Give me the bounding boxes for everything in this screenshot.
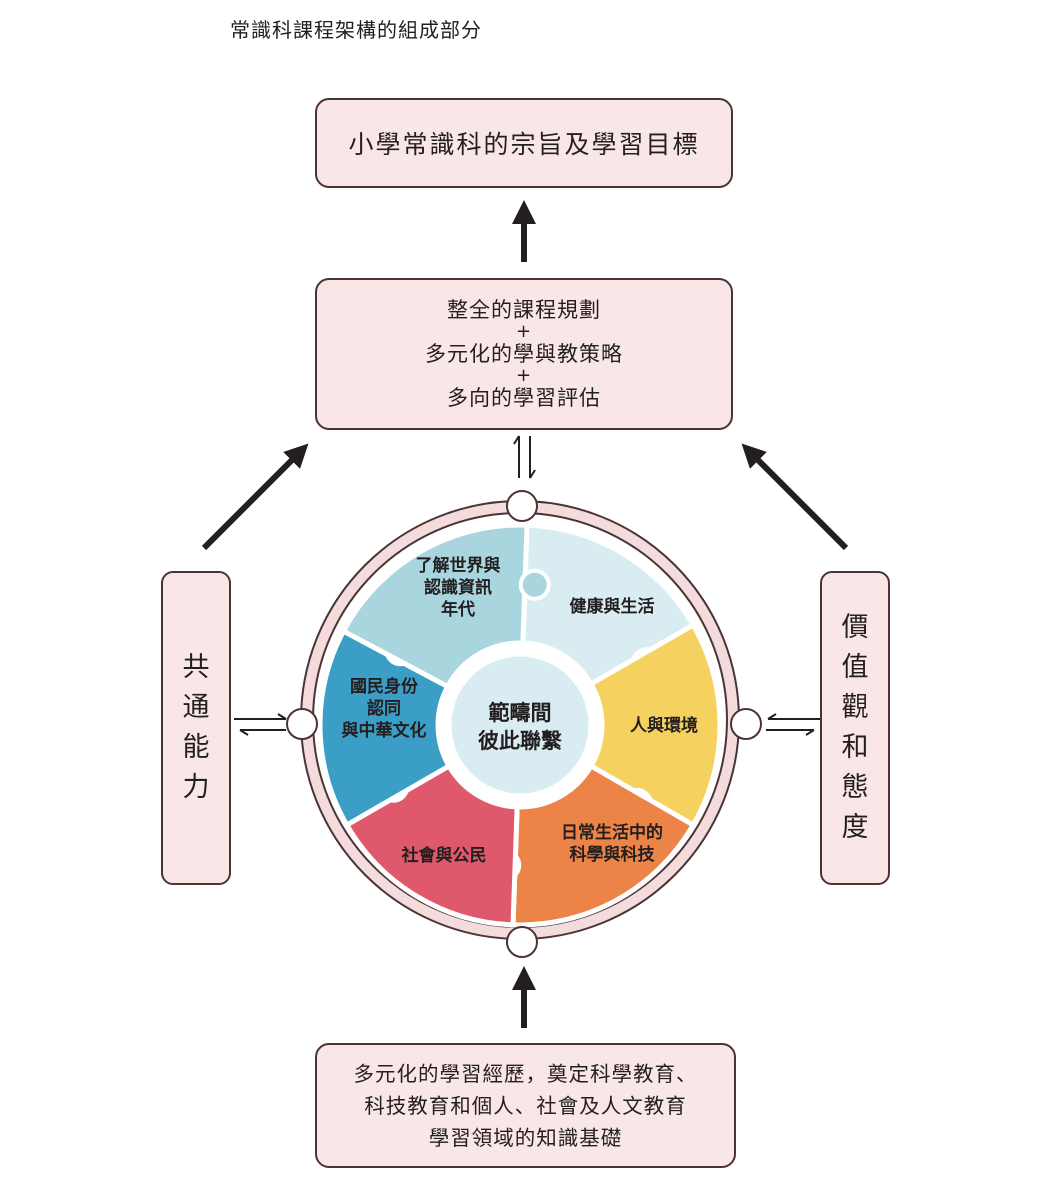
strand-world-information-label: 認識資訊: [424, 577, 492, 598]
strand-national-identity-label: 國民身份: [350, 676, 419, 697]
center-line-1: 範疇間: [489, 701, 552, 725]
two-way-arrow-top: [513, 435, 536, 479]
curriculum-box: 整全的課程規劃 + 多元化的學與教策略 + 多向的學習評估: [315, 278, 733, 430]
values-char: 值: [841, 652, 869, 683]
two-way-arrow-left: [234, 713, 287, 736]
diagram-title: 常識科課程架構的組成部分: [230, 18, 482, 42]
experience-line-2: 科技教育和個人、社會及人文教育: [364, 1093, 687, 1118]
strand-society-citizenship-label: 社會與公民: [401, 845, 487, 866]
learning-experience-box: 多元化的學習經歷，奠定科學教育、 科技教育和個人、社會及人文教育 學習領域的知識…: [315, 1043, 736, 1168]
generic-skills-char: 通: [182, 692, 210, 723]
strand-national-identity-label: 認同: [367, 698, 401, 719]
strand-science-technology: [343, 762, 520, 928]
curriculum-line-2: 多元化的學與教策略: [425, 342, 623, 366]
curriculum-line-1: 整全的課程規劃: [447, 298, 601, 322]
curriculum-line-3: 多向的學習評估: [447, 386, 601, 410]
values-char: 觀: [841, 692, 869, 723]
ring-node-top: [506, 490, 538, 522]
strand-world-information: [520, 522, 697, 688]
values-char: 態: [841, 772, 869, 803]
values-char: 價: [841, 612, 869, 643]
generic-skills-char: 力: [182, 772, 210, 803]
ring-node-left: [286, 708, 318, 740]
generic-skills-box: 共 通 能 力: [161, 571, 231, 885]
generic-skills-char: 共: [182, 652, 210, 683]
experience-line-1: 多元化的學習經歷，奠定科學教育、: [353, 1061, 698, 1086]
generic-skills-char: 能: [182, 732, 210, 763]
strand-world-information-label: 年代: [441, 599, 475, 620]
center-line-2: 彼此聯繫: [478, 729, 562, 753]
strand-society-citizenship: [317, 627, 453, 829]
strand-health-living: [587, 621, 723, 829]
strand-national-identity-label: 與中華文化: [342, 720, 427, 741]
aims-text: 小學常識科的宗旨及學習目標: [348, 130, 700, 159]
plus-sign-2: +: [515, 365, 533, 386]
strand-science-technology-label: 日常生活中的: [561, 822, 663, 843]
plus-sign-1: +: [515, 321, 533, 342]
strand-world-information-label: 了解世界與: [416, 555, 501, 576]
two-way-arrow-right: [766, 713, 820, 736]
center-circle-fill: [448, 653, 592, 797]
strand-puzzle: [317, 522, 723, 928]
strand-science-technology-label: 科學與科技: [570, 844, 656, 865]
arrow-right-to-curriculum: [741, 443, 849, 551]
values-attitudes-box: 價 值 觀 和 態 度: [820, 571, 890, 885]
strand-national-identity: [340, 522, 530, 690]
strand-people-environment: [510, 762, 697, 928]
strand-national-identity-knob: [518, 568, 551, 601]
ring-node-right: [730, 708, 762, 740]
experience-line-3: 學習領域的知識基礎: [428, 1125, 623, 1150]
ring-node-bottom: [506, 926, 538, 958]
aims-box: 小學常識科的宗旨及學習目標: [315, 98, 733, 188]
arrow-left-to-curriculum: [201, 443, 309, 551]
strand-people-environment-label: 人與環境: [630, 715, 698, 736]
strand-health-living-label: 健康與生活: [570, 596, 655, 617]
values-char: 和: [841, 732, 869, 763]
values-char: 度: [841, 812, 869, 843]
